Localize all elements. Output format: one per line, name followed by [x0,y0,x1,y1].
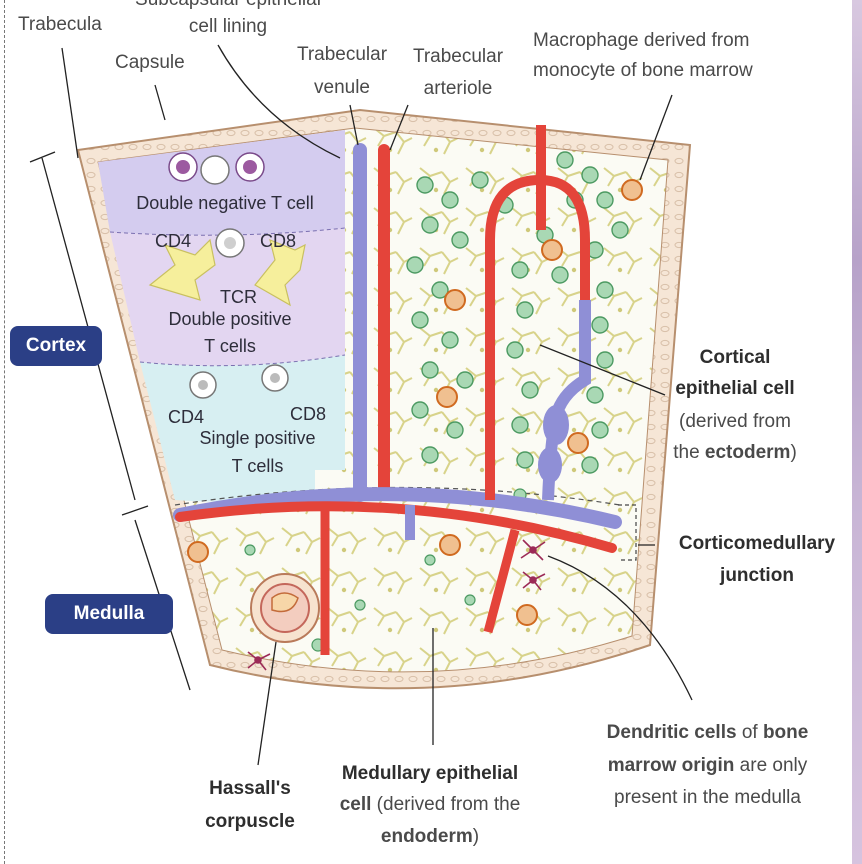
single-positive-label-line1: Single positive [199,428,316,448]
subcapsular-label-line2: cell lining [188,16,268,37]
trabecular-venule-label-line1: Trabecular [296,44,388,65]
tcr-label: TCR [220,287,257,307]
single-positive-label-line2: T cells [231,456,284,476]
cmj-label-line2: junction [720,565,794,586]
cmj-label-line1: Corticomedullary [678,533,836,554]
dendritic-label-post: are only [734,755,808,776]
dendritic-label-line2: marrow origin are only [575,754,840,777]
trabecula-label: Trabecula [18,14,102,35]
dendritic-label-bold3: marrow origin [607,755,735,776]
dendritic-label-bold1: Dendritic cells [606,722,737,743]
cd4-label-a: CD4 [155,231,192,251]
histology-edge-strip [852,0,862,864]
capsule-label: Capsule [115,52,185,73]
medullary-label-line3: endoderm) [315,825,545,848]
cd4-label-b: CD4 [168,407,205,427]
dendritic-label-line3: present in the medulla [614,787,801,808]
hassall-label-line2: corpuscle [205,811,295,832]
cortical-label-line4-bold: ectoderm [704,442,791,463]
double-negative-label: Double negative T cell [136,193,314,213]
medullary-label-bold2: endoderm [380,826,473,847]
left-dashed-border [4,0,5,864]
cd8-label-a: CD8 [260,231,297,251]
cortical-label-line4-post: ) [790,442,797,463]
medullary-label-post2: ) [472,826,480,847]
trabecular-arteriole-label-line2: arteriole [423,78,493,99]
macrophage-label-line1: Macrophage derived from [533,30,750,51]
medulla-badge: Medulla [45,594,173,634]
cortical-label-line1: Cortical [699,347,771,368]
dendritic-label-mid: of [736,722,763,743]
hassall-label-line1: Hassall's [209,778,291,799]
dendritic-label-bold2: bone [762,722,809,743]
cortical-label-line3: (derived from [679,411,791,432]
subcapsular-label-line1: Subcapsular epithelial [118,0,338,11]
cortical-label-line2: epithelial cell [675,378,795,399]
macrophage-label-line2: monocyte of bone marrow [533,60,753,81]
cortical-label-line4: the ectoderm) [640,441,830,464]
trabecular-arteriole-label-line1: Trabecular [412,46,504,67]
medullary-label-line1: Medullary epithelial [341,763,519,784]
medullary-label-post: (derived from the [371,794,521,815]
dendritic-label-line1: Dendritic cells of bone [575,721,840,744]
trabecular-venule-label-line2: venule [314,77,370,98]
double-positive-label-line1: Double positive [168,309,292,329]
cd8-label-b: CD8 [290,404,327,424]
double-positive-label-line2: T cells [204,336,256,356]
medullary-label-line2: cell (derived from the [315,793,545,816]
cortex-badge: Cortex [10,326,102,366]
medullary-label-bold: cell [339,794,372,815]
cortical-label-line4-pre: the [673,442,705,463]
